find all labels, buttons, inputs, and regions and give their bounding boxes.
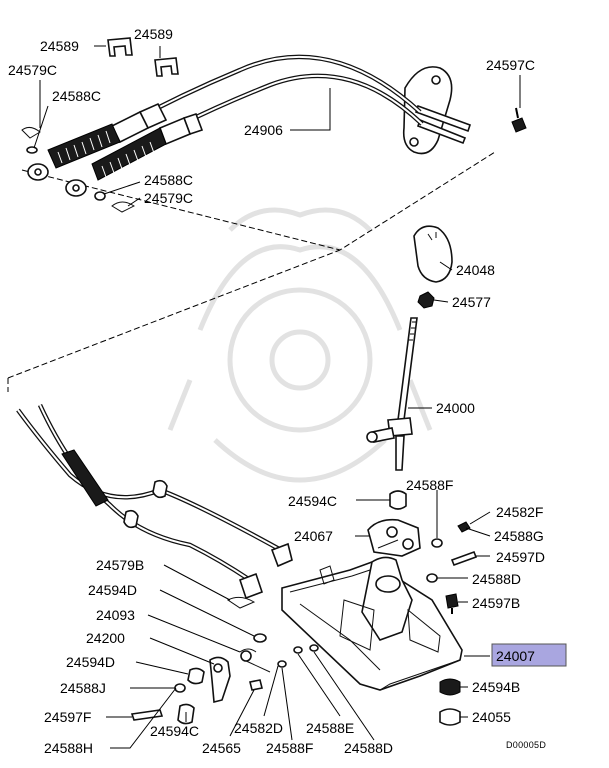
- label-24588h[interactable]: 24588H: [44, 740, 93, 756]
- label-24577[interactable]: 24577: [452, 294, 491, 310]
- label-24048[interactable]: 24048: [456, 262, 495, 278]
- leader-lines: [33, 45, 521, 749]
- cable-assembly-lower: [16, 404, 293, 600]
- label-24588e[interactable]: 24588E: [306, 720, 354, 736]
- shift-knob: [413, 225, 453, 283]
- label-24594c-top[interactable]: 24594C: [288, 493, 337, 509]
- watermark-emblem: [167, 207, 433, 483]
- dashed-boundary: [7, 151, 496, 392]
- label-24588d-right[interactable]: 24588D: [472, 571, 521, 587]
- label-24597b[interactable]: 24597B: [472, 595, 520, 611]
- label-24594c-bot[interactable]: 24594C: [150, 723, 199, 739]
- hardware-right: [426, 521, 478, 614]
- label-24906[interactable]: 24906: [244, 122, 283, 138]
- bracket-24067: [367, 518, 421, 557]
- label-24579b[interactable]: 24579B: [96, 557, 144, 573]
- label-24589-a[interactable]: 24589: [40, 38, 79, 54]
- label-24582d[interactable]: 24582D: [234, 720, 283, 736]
- label-24565[interactable]: 24565: [202, 740, 241, 756]
- shift-lever: [366, 317, 418, 471]
- shift-housing: [281, 556, 463, 691]
- label-24579c-mid[interactable]: 24579C: [144, 190, 193, 206]
- bushing-24594c-top: [389, 490, 407, 510]
- label-24594b[interactable]: 24594B: [472, 679, 520, 695]
- label-24588c-mid[interactable]: 24588C: [144, 172, 193, 188]
- label-24579c-top[interactable]: 24579C: [8, 62, 57, 78]
- label-24597c[interactable]: 24597C: [486, 57, 535, 73]
- label-24588f-top[interactable]: 24588F: [406, 477, 453, 493]
- part-labels: 24589 24589 24579C 24588C 24906 24597C 2…: [8, 26, 546, 756]
- label-24594d-bot[interactable]: 24594D: [66, 654, 115, 670]
- label-24588d-bot[interactable]: 24588D: [344, 740, 393, 756]
- label-24597f[interactable]: 24597F: [44, 709, 91, 725]
- clip-24579b: [227, 596, 256, 609]
- label-24200[interactable]: 24200: [86, 630, 125, 646]
- part-highlight-24007: [491, 643, 567, 667]
- clip-24589: [107, 37, 179, 77]
- bolt-24597c: [511, 107, 527, 133]
- clip-pin-upper: [21, 126, 135, 213]
- label-24594d-top[interactable]: 24594D: [88, 582, 137, 598]
- label-24067[interactable]: 24067: [294, 528, 333, 544]
- label-24582f[interactable]: 24582F: [496, 504, 543, 520]
- label-24093[interactable]: 24093: [96, 607, 135, 623]
- label-24588c-top[interactable]: 24588C: [52, 88, 101, 104]
- label-24588f-bot[interactable]: 24588F: [266, 740, 313, 756]
- label-24588g[interactable]: 24588G: [494, 528, 544, 544]
- diagram-code: D00005D: [506, 740, 546, 750]
- label-24588j[interactable]: 24588J: [60, 680, 106, 696]
- label-24007[interactable]: 24007: [496, 648, 535, 664]
- label-24597d[interactable]: 24597D: [496, 549, 545, 565]
- label-24589-b[interactable]: 24589: [134, 26, 173, 42]
- lower-left-parts: [130, 633, 319, 725]
- cable-assembly-upper: [27, 54, 472, 197]
- grommets-bottom-right: [439, 678, 461, 726]
- nut-24577: [417, 291, 435, 309]
- label-24055[interactable]: 24055: [472, 709, 511, 725]
- label-24000[interactable]: 24000: [436, 400, 475, 416]
